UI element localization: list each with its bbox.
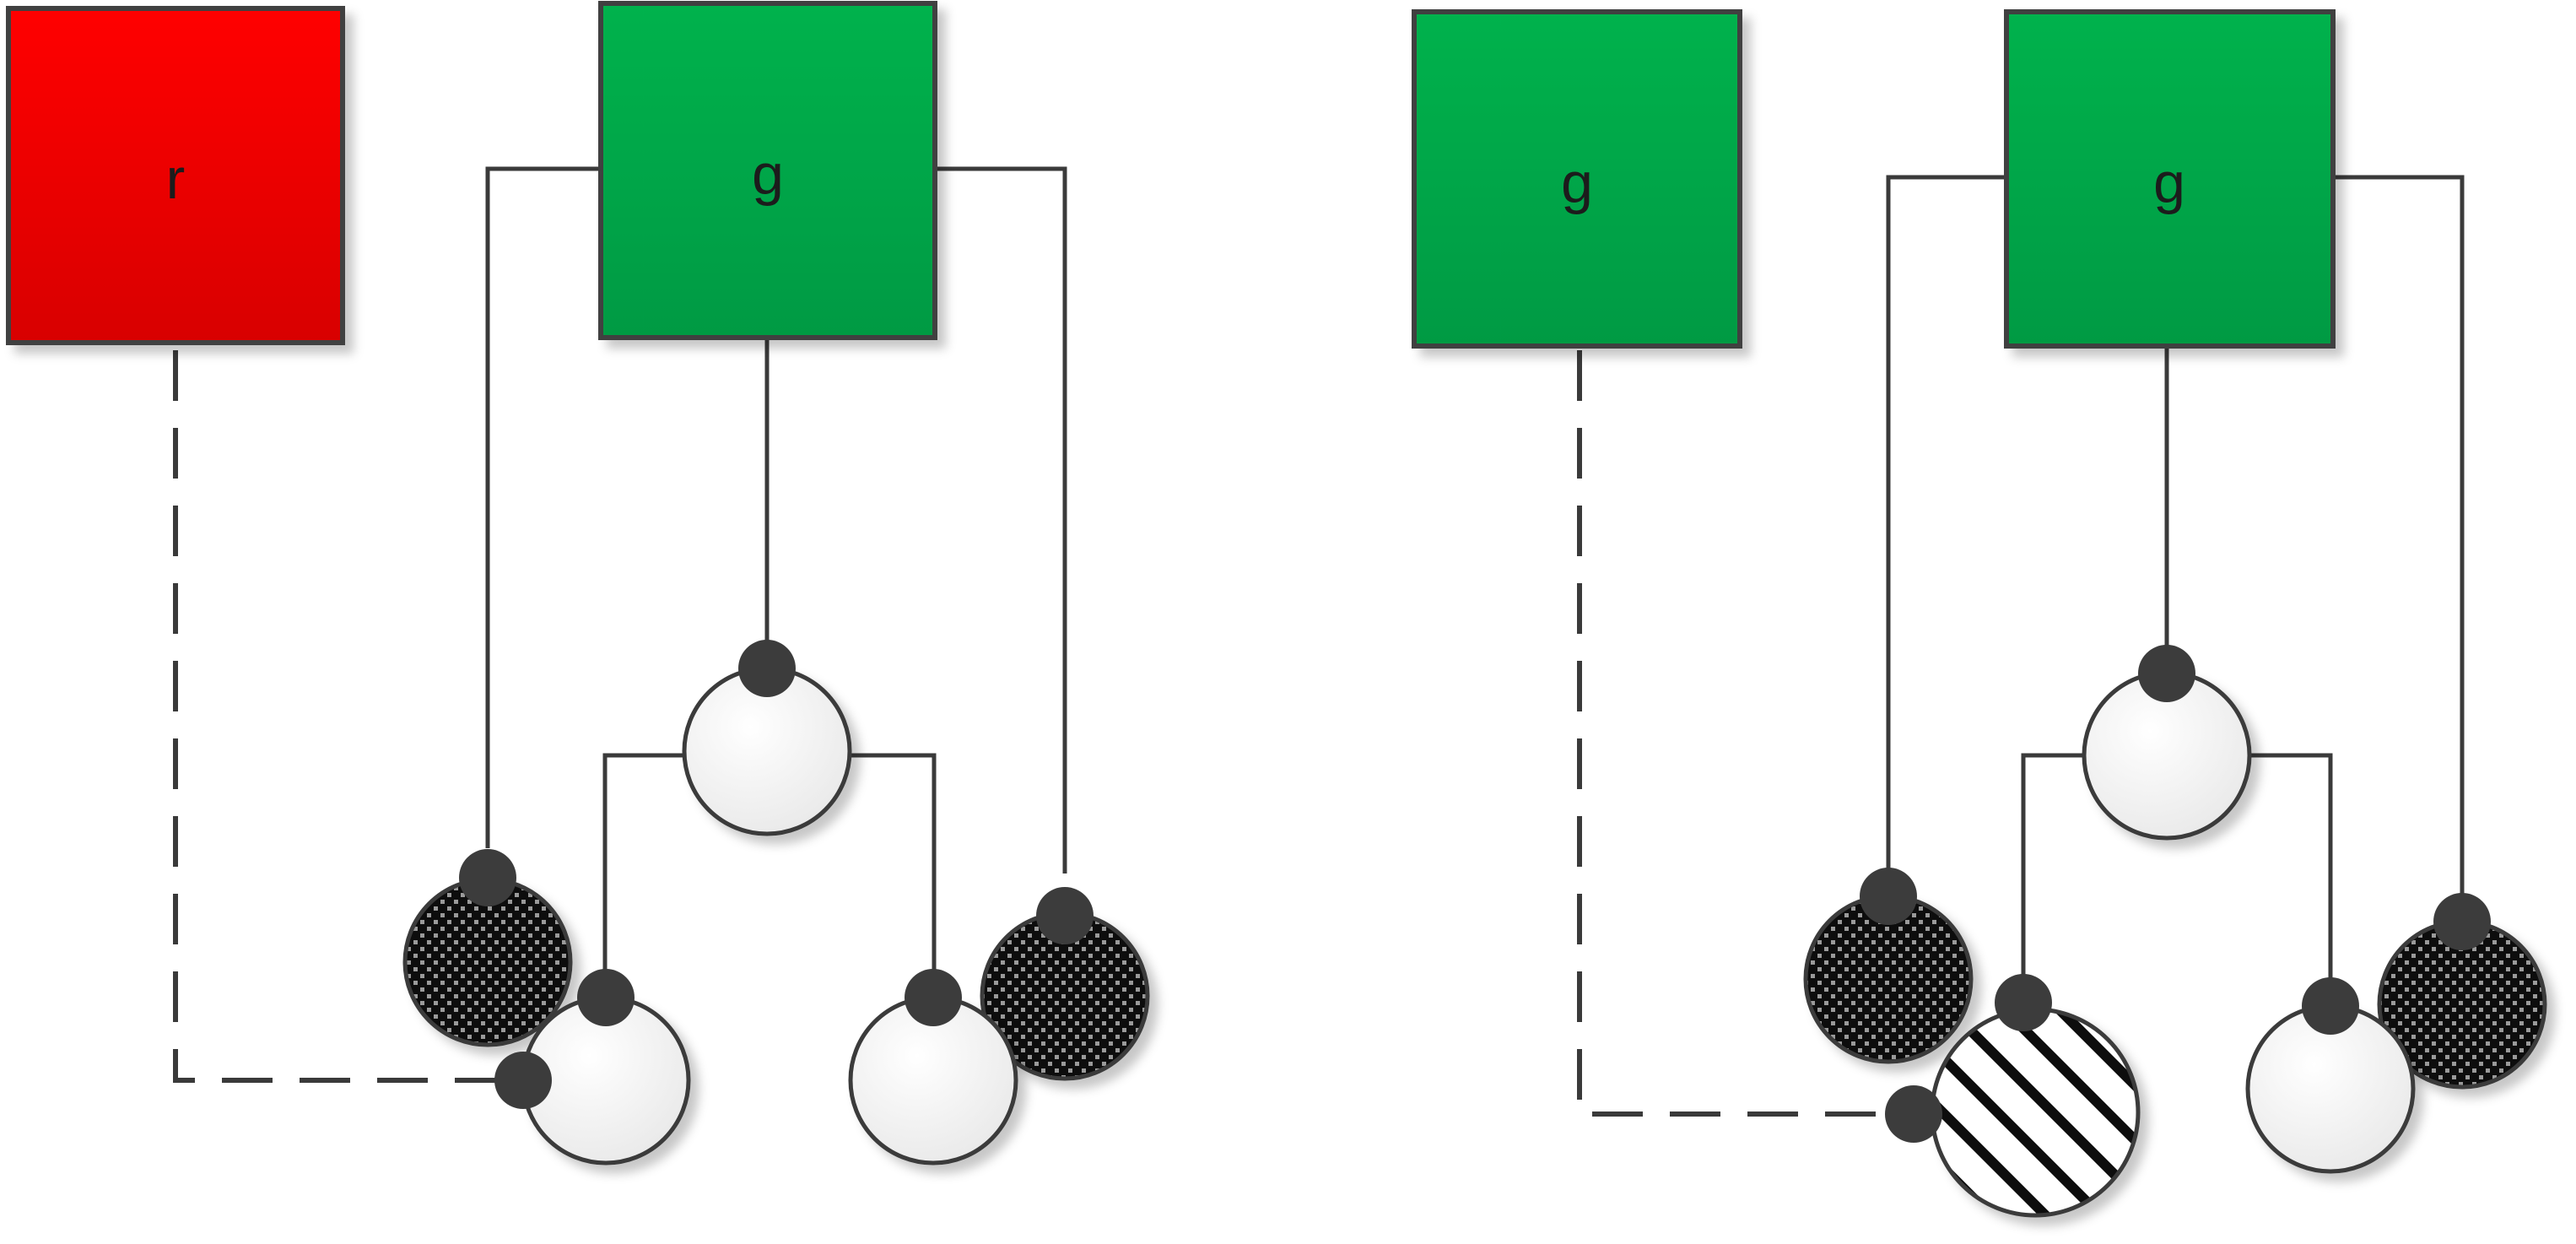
left-red-box-label: r <box>166 147 186 211</box>
left-port-dark-b <box>1036 887 1094 944</box>
right-striped-node <box>1930 1007 2141 1218</box>
right-dashed-link <box>1577 350 1914 1117</box>
right-port-top-node <box>2138 645 2195 702</box>
left-wire-green-to-dark-a <box>485 166 599 848</box>
left-wire-green-to-dark-b <box>935 166 1067 874</box>
right-port-dashed-end <box>1885 1085 1942 1143</box>
right-wire-green-to-dark-b <box>2333 175 2465 899</box>
left-red-box: r <box>6 6 345 345</box>
right-diagram: g g <box>1412 9 2547 1218</box>
right-green-box-a-label: g <box>1561 151 1593 215</box>
left-port-white-a <box>577 969 635 1026</box>
right-port-dark-a <box>1860 868 1917 925</box>
left-green-box-label: g <box>752 143 784 207</box>
right-port-white <box>2302 977 2359 1035</box>
right-wire-top-node-to-striped <box>2021 753 2082 1000</box>
right-wire-green-to-dark-a <box>1886 175 2006 869</box>
left-port-white-b <box>905 969 962 1026</box>
left-port-dashed-end <box>494 1052 552 1109</box>
left-port-dark-a <box>459 849 516 906</box>
left-wire-top-node-to-white-b <box>849 753 937 992</box>
left-green-box: g <box>598 1 937 340</box>
right-port-dark-b <box>2433 893 2491 950</box>
right-green-box-b: g <box>2004 9 2336 349</box>
right-green-box-a: g <box>1412 9 1742 349</box>
right-wire-top-node-to-white <box>2251 753 2333 1004</box>
left-port-top-node <box>738 640 796 697</box>
right-port-striped <box>1995 974 2052 1031</box>
left-wire-top-node-to-white-a <box>602 753 688 992</box>
left-dashed-link <box>173 350 523 1083</box>
left-diagram: r g <box>6 1 1150 1166</box>
right-green-box-b-label: g <box>2153 151 2185 215</box>
